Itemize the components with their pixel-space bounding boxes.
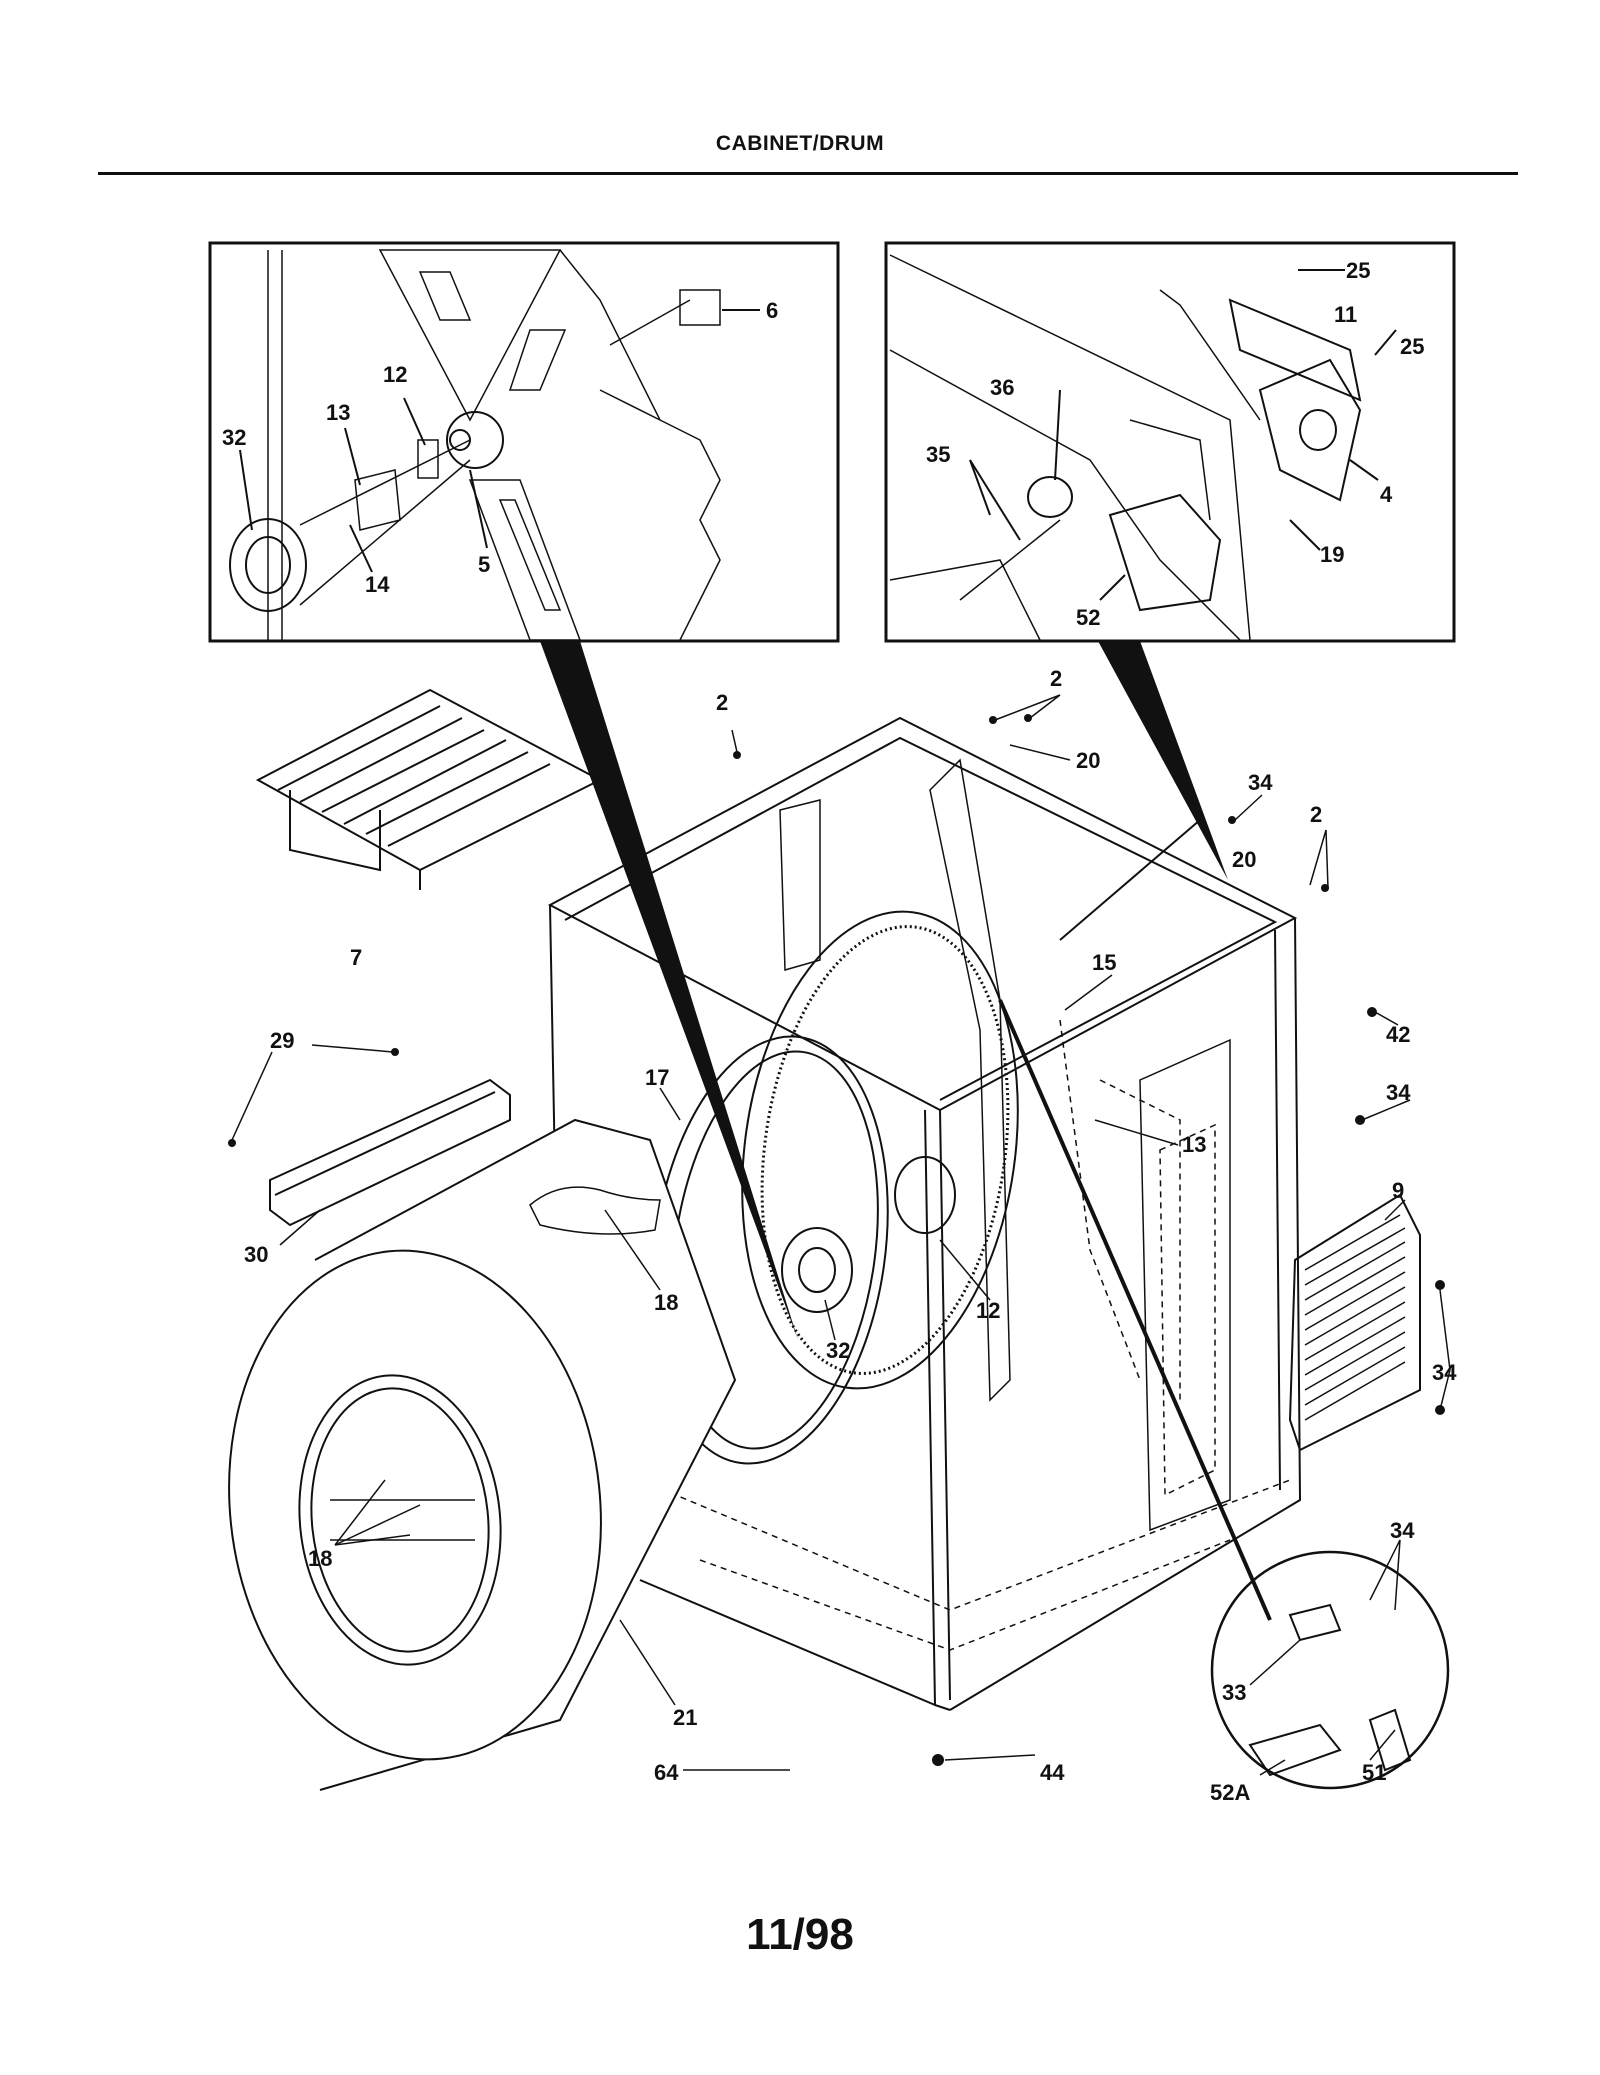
callout-15: 15 <box>1092 950 1116 975</box>
callout-12: 12 <box>383 362 407 387</box>
callout-52a: 52A <box>1210 1780 1250 1805</box>
zoom-wedge-left <box>540 641 798 1340</box>
header-rule <box>98 172 1518 175</box>
callout-18-drum: 18 <box>308 1546 332 1571</box>
callout-5: 5 <box>478 552 490 577</box>
page-number: 11/98 <box>746 1910 854 1959</box>
callout-7: 7 <box>350 945 362 970</box>
callout-29: 29 <box>270 1028 294 1053</box>
rear-drum-head <box>741 910 1019 1390</box>
callout-42: 42 <box>1386 1022 1410 1047</box>
callout-2-right: 2 <box>1310 802 1322 827</box>
cabinet <box>547 716 1302 1711</box>
callout-11: 11 <box>1334 302 1357 327</box>
callout-44: 44 <box>1040 1760 1065 1785</box>
callout-34-detail: 34 <box>1390 1518 1415 1543</box>
callout-13: 13 <box>1182 1132 1206 1157</box>
callout-32: 32 <box>826 1338 850 1363</box>
callout-4: 4 <box>1380 482 1393 507</box>
callouts-inset-right: 25 11 25 36 35 4 19 52 <box>926 258 1424 630</box>
callout-25-right: 25 <box>1400 334 1424 359</box>
callout-17: 17 <box>645 1065 669 1090</box>
callout-14: 14 <box>365 572 390 597</box>
callout-52: 52 <box>1076 605 1100 630</box>
callout-34-top: 34 <box>1248 770 1273 795</box>
callout-35: 35 <box>926 442 950 467</box>
callout-32: 32 <box>222 425 246 450</box>
callout-33: 33 <box>1222 1680 1246 1705</box>
zoom-wedge-right <box>1098 641 1228 880</box>
callout-64: 64 <box>654 1760 679 1785</box>
callout-2-left: 2 <box>716 690 728 715</box>
callouts-inset-left: 6 12 13 32 14 5 <box>222 298 778 597</box>
callout-21: 21 <box>673 1705 697 1730</box>
callout-34-mid: 34 <box>1386 1080 1411 1105</box>
callouts-main: 2 2 20 34 2 20 7 15 42 29 17 34 13 9 30 … <box>244 666 1457 1805</box>
callout-19: 19 <box>1320 542 1344 567</box>
inset-heater-bracket <box>884 241 1456 643</box>
drying-rack <box>255 688 603 890</box>
callout-6: 6 <box>766 298 778 323</box>
inset-drum-bearing <box>208 241 840 643</box>
callout-20-right: 20 <box>1232 847 1256 872</box>
callout-34-grille: 34 <box>1432 1360 1457 1385</box>
callout-13: 13 <box>326 400 350 425</box>
leader-lines <box>231 694 1451 1776</box>
callout-9: 9 <box>1392 1178 1404 1203</box>
callout-12: 12 <box>976 1298 1000 1323</box>
callout-20-top: 20 <box>1076 748 1100 773</box>
fastener-dots <box>228 714 1445 1766</box>
callout-2-top: 2 <box>1050 666 1062 691</box>
callout-25-top: 25 <box>1346 258 1370 283</box>
callout-18-top: 18 <box>654 1290 678 1315</box>
rear-grille <box>1288 1193 1421 1452</box>
detail-circle-switch <box>1210 1550 1450 1790</box>
callout-36: 36 <box>990 375 1014 400</box>
page-title: CABINET/DRUM <box>715 132 885 155</box>
callout-51: 51 <box>1362 1760 1386 1785</box>
drum <box>228 1118 737 1791</box>
callout-30: 30 <box>244 1242 268 1267</box>
trim-piece <box>269 1078 511 1227</box>
